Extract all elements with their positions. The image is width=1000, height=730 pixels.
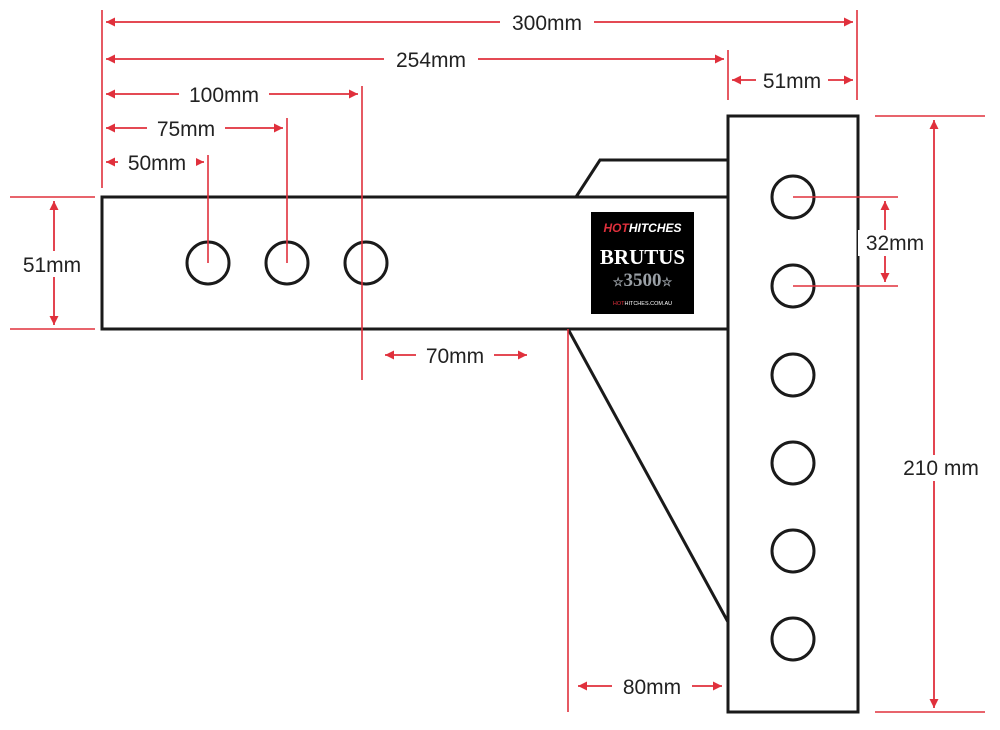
brutus-logo: HOTHITCHES BRUTUS ☆3500☆ HOTHITCHES.COM.… xyxy=(591,212,694,314)
star-icon: ☆ xyxy=(613,275,624,289)
dimension-labels: 300mm 254mm 51mm 100mm 75mm 50mm 51mm 32… xyxy=(23,12,979,699)
svg-text:☆3500☆: ☆3500☆ xyxy=(613,270,673,291)
logo-brand-hot: HOT xyxy=(603,221,630,235)
hitch-outline xyxy=(100,114,860,714)
label-hole-2: 75mm xyxy=(157,118,215,141)
logo-brand-hitches: HITCHES xyxy=(629,221,682,235)
circle-hole-icon xyxy=(770,440,816,486)
circle-hole-icon xyxy=(343,240,389,286)
logo-model: BRUTUS xyxy=(600,245,685,269)
label-plate-height: 210 mm xyxy=(903,457,979,480)
label-overall-length: 300mm xyxy=(512,12,582,35)
star-icon: ☆ xyxy=(662,275,673,289)
label-gusset-top: 70mm xyxy=(426,345,484,368)
logo-number: 3500 xyxy=(624,270,662,291)
label-hole-spacing: 32mm xyxy=(866,232,924,255)
logo-website: HITCHES.COM.AU xyxy=(624,301,672,307)
upper-gusset xyxy=(574,158,728,198)
circle-hole-icon xyxy=(770,616,816,662)
lower-gusset xyxy=(566,328,730,623)
label-hole-3: 100mm xyxy=(189,84,259,107)
svg-text:HOTHITCHES: HOTHITCHES xyxy=(603,221,681,235)
label-hole-1: 50mm xyxy=(128,152,186,175)
label-plate-width: 51mm xyxy=(763,70,821,93)
circle-hole-icon xyxy=(770,528,816,574)
svg-text:HOTHITCHES.COM.AU: HOTHITCHES.COM.AU xyxy=(613,301,672,307)
circle-hole-icon xyxy=(770,352,816,398)
dimension-guides xyxy=(10,10,985,713)
label-masks xyxy=(16,10,989,698)
logo-website-hot: HOT xyxy=(613,301,625,307)
label-shank-height: 51mm xyxy=(23,254,81,277)
label-shank-length: 254mm xyxy=(396,49,466,72)
label-gusset-bottom: 80mm xyxy=(623,676,681,699)
